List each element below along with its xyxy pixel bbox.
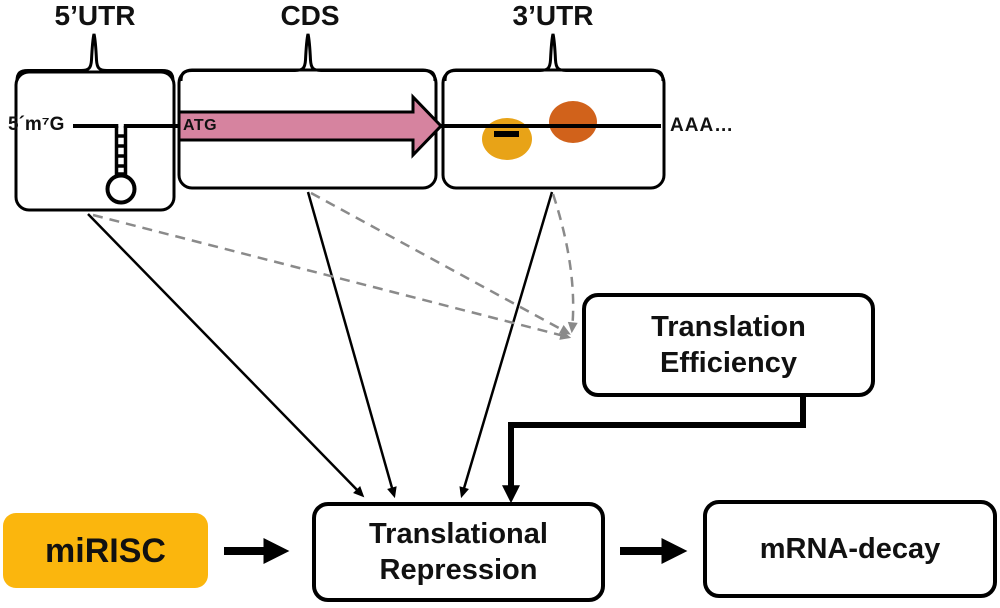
cds-region-label: CDS <box>280 0 340 31</box>
mirisc-label: miRISC <box>45 531 166 570</box>
solid-arrow-utr3-to-repression <box>459 191 554 499</box>
hairpin-loop-icon <box>105 173 137 205</box>
solid-arrows <box>87 191 554 499</box>
utr5-region-box <box>14 70 176 212</box>
hairpin-line-notch <box>118 121 124 131</box>
utr3-brace-icon <box>443 33 665 82</box>
mirisc-box: miRISC <box>3 513 208 588</box>
utr5-brace-icon <box>15 33 175 82</box>
mrna-decay-box: mRNA-decay <box>703 500 997 598</box>
five-prime-cap-label: 5´m⁷G <box>8 114 65 135</box>
solid-arrow-utr5-to-repression <box>87 213 365 498</box>
hairpin-stem-icon <box>114 126 128 177</box>
start-codon-label: ATG <box>183 117 218 134</box>
translation-efficiency-line2: Efficiency <box>660 347 797 379</box>
dashed-arrow-utr3-to-efficiency <box>551 193 578 334</box>
mirna-target-site-small <box>482 118 532 160</box>
mirna-target-site-large <box>549 101 597 143</box>
dashed-arrow-cds-to-efficiency <box>310 191 571 335</box>
utr5-region-label: 5’UTR <box>54 0 136 31</box>
dashed-arrow-utr5-to-efficiency <box>92 213 572 340</box>
poly-a-tail-label: AAA… <box>670 115 735 136</box>
mrna-molecule <box>73 93 661 205</box>
translation-efficiency-box: Translation Efficiency <box>582 293 875 397</box>
efficiency-to-repression-arrow <box>502 397 806 504</box>
mrna-decay-label: mRNA-decay <box>759 533 941 565</box>
translational-repression-line2: Repression <box>379 554 538 586</box>
utr3-region-label: 3’UTR <box>512 0 594 31</box>
cds-orf-arrow <box>177 93 444 159</box>
translational-repression-box: Translational Repression <box>312 502 605 602</box>
translation-efficiency-line1: Translation <box>651 311 806 343</box>
translational-repression-line1: Translational <box>369 518 548 550</box>
cds-brace-icon <box>179 33 437 82</box>
dashed-arrows <box>92 191 578 340</box>
solid-arrow-cds-to-repression <box>306 191 397 499</box>
region-braces <box>15 33 665 82</box>
